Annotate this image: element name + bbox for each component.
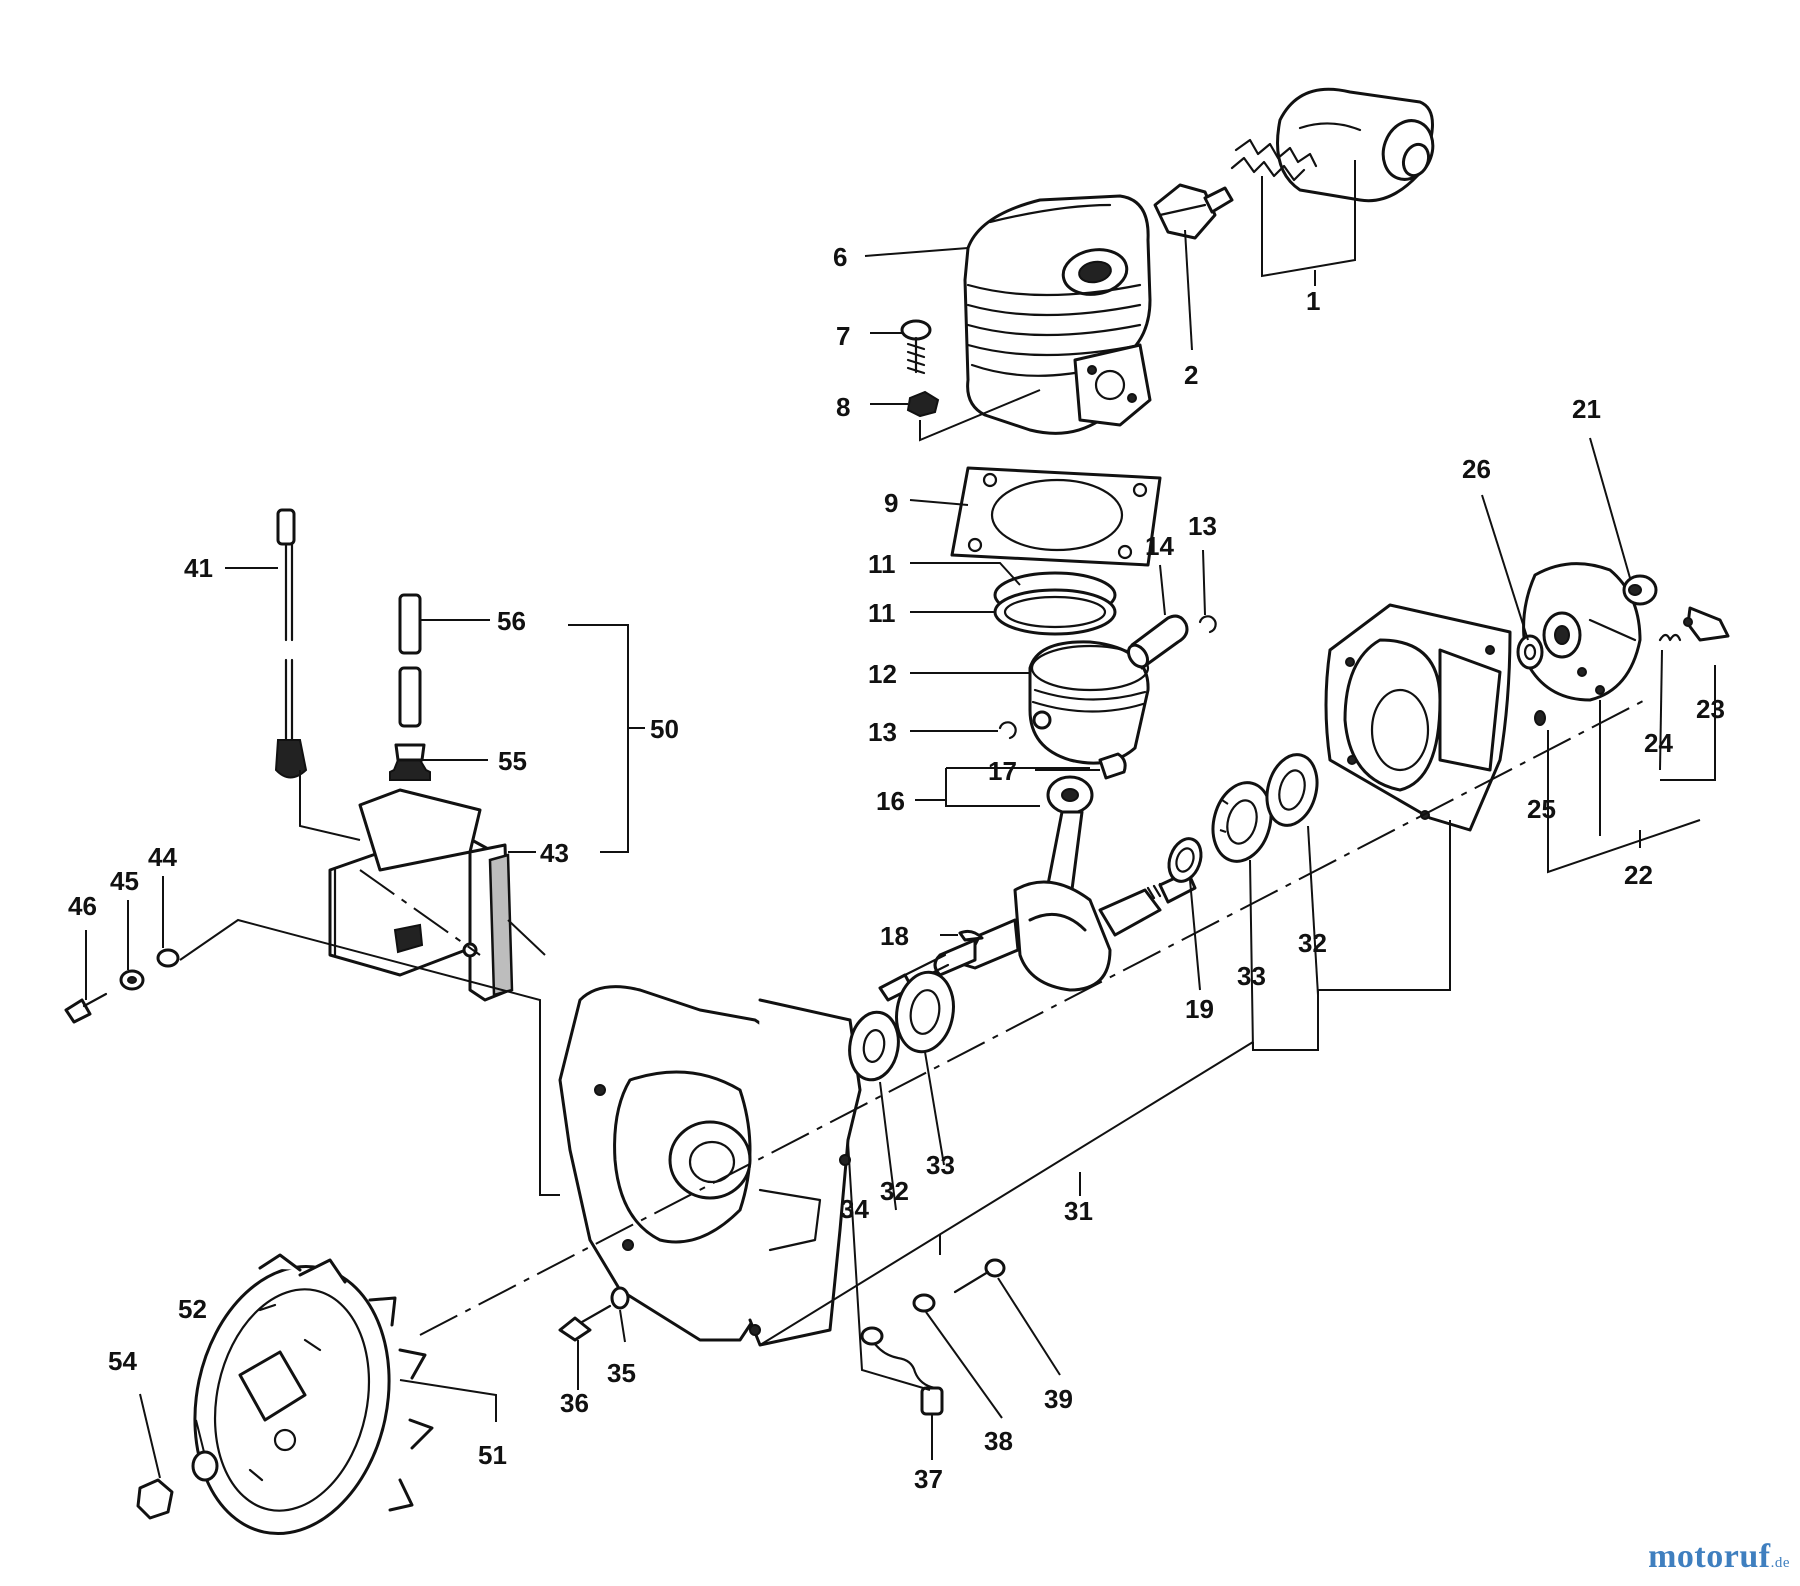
part-43-ignition-module (328, 788, 514, 1002)
part-46-screw (64, 992, 108, 1024)
label-54: 54 (108, 1346, 137, 1376)
part-24-spring (1658, 633, 1682, 642)
part-39-screw (953, 1258, 1006, 1294)
part-36-screw (558, 1304, 612, 1342)
label-2: 2 (1184, 360, 1198, 390)
label-34: 34 (840, 1194, 869, 1224)
label-24: 24 (1644, 728, 1673, 758)
label-25: 25 (1527, 794, 1556, 824)
label-13a: 13 (1188, 511, 1217, 541)
label-39: 39 (1044, 1384, 1073, 1414)
part-23-clutch-shoe (1683, 606, 1730, 642)
part-17-needle-bearing (1098, 752, 1127, 780)
part-1-spark-plug-cap (1230, 87, 1435, 203)
part-32-bearing-left (848, 1010, 900, 1082)
part-21-nut (1622, 574, 1658, 606)
part-13-circlip-upper (1198, 615, 1217, 634)
label-6: 6 (833, 242, 847, 272)
label-9: 9 (884, 488, 898, 518)
part-51-flywheel (193, 1253, 434, 1536)
part-13-circlip-lower (998, 721, 1017, 740)
part-8-nut (906, 390, 940, 418)
label-43: 43 (540, 838, 569, 868)
watermark-main: motoruf (1648, 1538, 1771, 1575)
watermark-logo: motoruf.de (1648, 1538, 1790, 1576)
label-18: 18 (880, 921, 909, 951)
part-55-plug-terminal (389, 743, 431, 781)
label-32a: 32 (1298, 928, 1327, 958)
part-56-plug-sleeve (398, 593, 422, 728)
part-33-bearing-right (1211, 781, 1273, 863)
label-12: 12 (868, 659, 897, 689)
label-26: 26 (1462, 454, 1491, 484)
part-44-washer (156, 948, 180, 968)
label-37: 37 (914, 1464, 943, 1494)
part-38-washer (912, 1293, 936, 1313)
label-56: 56 (497, 606, 526, 636)
label-41: 41 (184, 553, 213, 583)
label-55: 55 (498, 746, 527, 776)
part-19-oil-seal (1167, 837, 1203, 883)
part-18-key (958, 929, 984, 942)
part-33-bearing-left (895, 970, 955, 1054)
part-6-cylinder (963, 194, 1152, 435)
part-9-gasket (950, 466, 1162, 567)
part-31-crankcase-left (558, 985, 862, 1347)
part-16-crankshaft-conrod (878, 775, 1197, 1002)
label-23: 23 (1696, 694, 1725, 724)
label-32b: 32 (880, 1176, 909, 1206)
assembly-axis (359, 699, 1646, 1336)
part-22-clutch-assembly (1522, 562, 1642, 702)
part-7-screw (900, 319, 932, 375)
label-11a: 11 (868, 549, 896, 579)
part-35-washer (610, 1286, 630, 1310)
part-11-piston-rings (993, 571, 1117, 636)
label-33b: 33 (926, 1150, 955, 1180)
label-36: 36 (560, 1388, 589, 1418)
label-13b: 13 (868, 717, 897, 747)
part-32-bearing-right (1265, 753, 1319, 827)
label-52: 52 (178, 1294, 207, 1324)
label-46: 46 (68, 891, 97, 921)
label-1: 1 (1306, 286, 1320, 316)
label-14: 14 (1145, 531, 1174, 561)
part-41-ignition-lead (274, 508, 308, 779)
part-25-washer (1534, 710, 1546, 726)
part-31-crankcase-right (1324, 603, 1512, 832)
label-31: 31 (1064, 1196, 1093, 1226)
part-14-piston-pin (1126, 614, 1189, 670)
part-12-piston (1028, 640, 1150, 765)
label-38: 38 (984, 1426, 1013, 1456)
label-35: 35 (607, 1358, 636, 1388)
label-7: 7 (836, 321, 850, 351)
part-26-washer (1516, 634, 1544, 670)
label-50: 50 (650, 714, 679, 744)
watermark-suffix: .de (1770, 1555, 1790, 1571)
part-labels: 1 2 6 7 8 9 11 11 12 13 13 14 16 17 18 1… (68, 242, 1725, 1494)
label-11b: 11 (868, 598, 896, 628)
label-8: 8 (836, 392, 850, 422)
label-19: 19 (1185, 994, 1214, 1024)
label-33a: 33 (1237, 961, 1266, 991)
label-51: 51 (478, 1440, 507, 1470)
label-45: 45 (110, 866, 139, 896)
part-37-ground-lead (860, 1326, 944, 1416)
part-2-valve (1153, 183, 1234, 240)
label-22: 22 (1624, 860, 1653, 890)
part-52-washer (191, 1450, 219, 1482)
label-17: 17 (988, 756, 1017, 786)
part-54-nut (136, 1478, 174, 1520)
label-16: 16 (876, 786, 905, 816)
label-21: 21 (1572, 394, 1601, 424)
part-45-lock-washer (119, 969, 145, 991)
label-44: 44 (148, 842, 177, 872)
